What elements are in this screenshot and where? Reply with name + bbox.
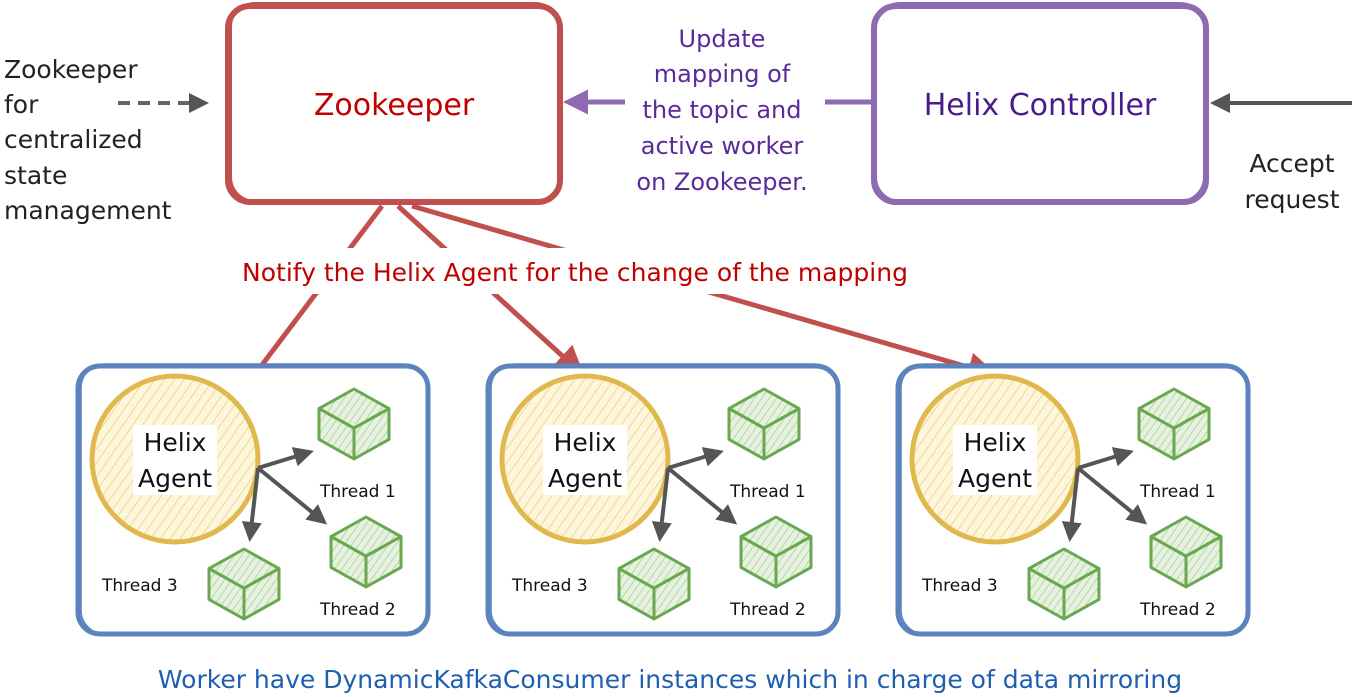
left-note-line: management [4,196,172,225]
thread-label: Thread 3 [921,576,998,596]
helix-agent-label: Helix [554,428,617,457]
update-note-line: active worker [641,132,804,160]
left-note-line: state [4,161,67,190]
update-note-line: mapping of [654,60,791,88]
zookeeper-node: Zookeeper [225,2,563,205]
thread-arrow-2 [1076,466,1148,525]
thread-arrow-1 [257,447,314,470]
update-note-line: on Zookeeper. [636,168,807,196]
helix-agent-label: Agent [138,464,212,493]
thread-2-cube-icon [739,515,813,589]
thread-label: Thread 1 [319,482,396,502]
accept-note: Accept request [1244,149,1339,214]
thread-arrow-3 [241,467,262,542]
accept-note-line: Accept [1249,149,1334,178]
thread-1-cube-icon [317,387,391,461]
update-note: Update mapping of the topic and active w… [636,25,807,196]
thread-label: Thread 1 [1139,482,1216,502]
helix-agent-label: Helix [144,428,207,457]
helix-controller-label: Helix Controller [924,88,1157,123]
thread-arrow-2 [256,466,328,525]
thread-label: Thread 2 [319,600,396,620]
thread-arrow-2 [666,466,738,525]
thread-3-cube-icon [617,547,691,621]
thread-2-cube-icon [329,515,403,589]
thread-label: Thread 3 [101,576,178,596]
thread-3-cube-icon [1027,547,1101,621]
notify-label: Notify the Helix Agent for the change of… [242,258,908,287]
thread-label: Thread 3 [511,576,588,596]
thread-arrow-3 [1061,467,1082,542]
thread-2-cube-icon [1149,515,1223,589]
update-note-line: the topic and [643,96,802,124]
left-note-line: centralized [4,125,143,154]
thread-arrow-1 [1077,447,1134,470]
thread-arrow-3 [651,467,672,542]
footer-caption: Worker have DynamicKafkaConsumer instanc… [158,665,1182,694]
notify-arrow-worker-1 [236,204,384,399]
thread-1-cube-icon [727,387,801,461]
left-note: Zookeeper for centralized state manageme… [4,55,172,225]
helix-controller-node: Helix Controller [871,2,1209,205]
thread-label: Thread 2 [729,600,806,620]
update-note-line: Update [679,25,766,53]
thread-label: Thread 2 [1139,600,1216,620]
update-note-background [625,22,825,202]
notify-label-background [196,248,956,294]
thread-label: Thread 1 [729,482,806,502]
accept-note-line: request [1244,185,1339,214]
thread-3-cube-icon [207,547,281,621]
thread-1-cube-icon [1137,387,1211,461]
helix-agent-label: Agent [958,464,1032,493]
zookeeper-label: Zookeeper [314,88,475,123]
helix-agent-label: Agent [548,464,622,493]
left-note-line: for [4,90,39,119]
thread-arrow-1 [667,447,724,470]
helix-agent-label: Helix [964,428,1027,457]
left-note-line: Zookeeper [4,55,138,84]
